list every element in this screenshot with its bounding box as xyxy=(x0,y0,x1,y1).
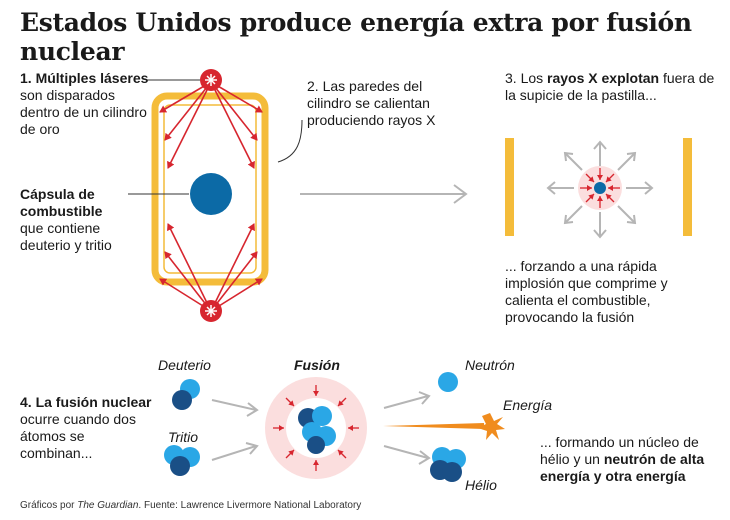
result-text: ... formando un núcleo de hélio y un neu… xyxy=(540,434,720,485)
fuel-pellet xyxy=(594,182,606,194)
laser-source-bottom xyxy=(200,300,222,322)
step1-text: 1. Múltiples láseres son disparados dent… xyxy=(20,70,150,138)
footer-suffix: . Fuente: Lawrence Livermore National La… xyxy=(138,500,362,511)
step2-text: 2. Las paredes del cilindro se calientan… xyxy=(307,78,436,128)
deuterium-atom xyxy=(172,379,200,410)
flow-arrow xyxy=(300,184,468,204)
fuel-capsule xyxy=(190,173,232,215)
input-arrows xyxy=(211,399,259,461)
implosion-arrows xyxy=(580,168,620,208)
footer-prefix: Gráficos por xyxy=(20,500,78,511)
capsule-bold: Cápsula de combustible xyxy=(20,186,103,219)
tritium-atom xyxy=(164,445,200,476)
fusing-nucleus xyxy=(298,406,336,454)
step3-text: 3. Los rayos X explotan fuera de la supi… xyxy=(505,70,720,104)
gold-wall-left xyxy=(505,138,514,236)
label-helio: Hélio xyxy=(465,477,497,493)
leader-lines xyxy=(128,79,303,195)
xray-burst-arrows xyxy=(546,140,654,239)
label-fusion: Fusión xyxy=(294,357,340,373)
step3b-text: ... forzando a una rápida implosión que … xyxy=(505,258,668,325)
gold-wall-right xyxy=(683,138,692,236)
result-bold: neutrón de alta energía y otra energía xyxy=(540,451,705,484)
step3-rest: fuera de la supicie de la pastilla... xyxy=(505,70,715,103)
label-neutron: Neutrón xyxy=(465,357,515,373)
result-prefix: ... formando un núcleo de hélio y un xyxy=(540,434,699,467)
footer-source: The Guardian xyxy=(77,500,139,511)
step1-rest: son disparados dentro de un cilindro de … xyxy=(20,87,147,137)
output-arrows xyxy=(383,391,431,465)
page-title: Estados Unidos produce energía extra por… xyxy=(20,8,692,66)
laser-source-top xyxy=(200,69,222,91)
gold-cylinder xyxy=(151,92,269,286)
label-energia: Energía xyxy=(503,397,553,413)
step4-text: 4. La fusión nuclear ocurre cuando dos á… xyxy=(20,394,155,462)
source-footer: Gráficos por The Guardian. Fuente: Lawre… xyxy=(20,500,361,511)
step4-rest: ocurre cuando dos átomos se combinan... xyxy=(20,411,136,461)
capsule-text: Cápsula de combustible que contiene deut… xyxy=(20,186,140,254)
label-tritio: Tritio xyxy=(168,429,199,445)
energy-beam xyxy=(383,413,505,440)
step4-bold: 4. La fusión nuclear xyxy=(20,394,152,410)
laser-beams xyxy=(159,81,263,312)
fusion-arrows xyxy=(273,385,359,471)
label-deuterio: Deuterio xyxy=(158,357,211,373)
neutron xyxy=(438,372,458,392)
helium-nucleus xyxy=(430,447,466,482)
capsule-rest: que contiene deuterio y tritio xyxy=(20,220,112,253)
step3-bold: rayos X explotan xyxy=(547,70,660,86)
step3-prefix: 3. Los xyxy=(505,70,548,86)
step1-bold: 1. Múltiples láseres xyxy=(20,70,149,86)
